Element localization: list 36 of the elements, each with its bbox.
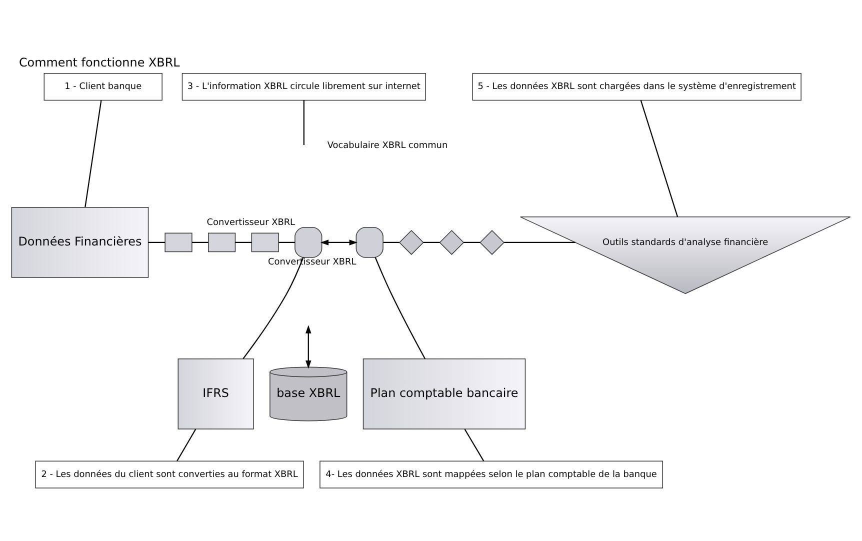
connector (464, 241, 480, 243)
node-box: 2 - Les données du client sont converties au format XBRL (35, 460, 304, 488)
connector (176, 428, 196, 461)
connector (504, 241, 576, 243)
node-box: Données Financières (11, 206, 149, 278)
node-box: Plan comptable bancaire (362, 358, 526, 429)
connector (383, 241, 400, 243)
node-box: 5 - Les données XBRL sont chargées dans le système d'enregistrement (472, 72, 802, 100)
connector (84, 100, 102, 207)
node-diamond (480, 230, 504, 254)
arrow (306, 324, 312, 368)
connector (464, 428, 484, 461)
node-box: 1 - Client banque (44, 72, 162, 100)
node-diamond (439, 230, 464, 254)
node-box (208, 232, 236, 252)
connector (192, 241, 208, 243)
arrow (320, 239, 358, 245)
node-box: IFRS (178, 358, 254, 429)
node-gate (356, 226, 384, 258)
connector (640, 100, 678, 216)
connector (235, 241, 252, 243)
connector (242, 256, 304, 359)
connector (423, 241, 440, 243)
node-box: 3 - L'information XBRL circule librement sur internet (182, 72, 426, 100)
connector (374, 256, 426, 359)
connector (278, 241, 295, 243)
diagram-title: Comment fonctionne XBRL (18, 55, 180, 70)
node-gate (294, 226, 322, 258)
node-label: Convertisseur XBRL (206, 218, 296, 228)
label: Vocabulaire XBRL commun (327, 140, 448, 151)
node-box (164, 232, 192, 252)
node-box: 4- Les données XBRL sont mappées selon le plan comptable de la banque (320, 460, 663, 488)
connector (303, 100, 304, 144)
connector (148, 241, 166, 243)
node-diamond (398, 230, 424, 254)
node-box (251, 232, 279, 252)
